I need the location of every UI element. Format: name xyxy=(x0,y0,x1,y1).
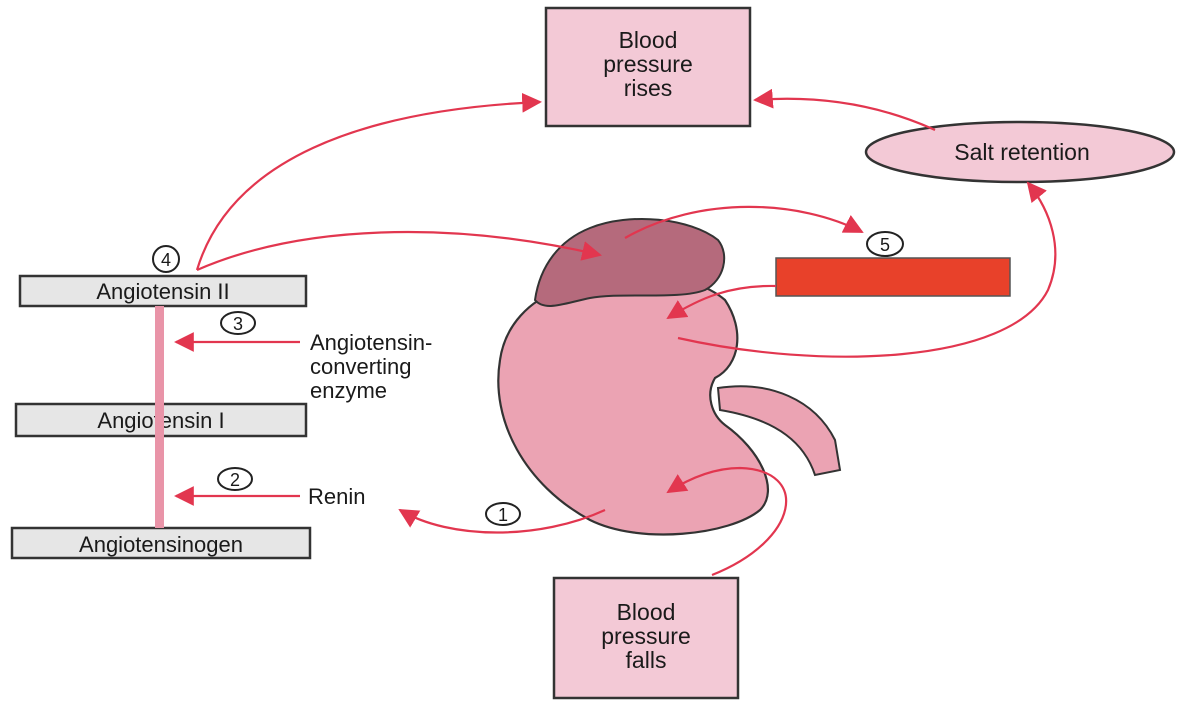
step-number-3: 3 xyxy=(233,314,243,334)
salt-retention-ellipse: Salt retention xyxy=(864,120,1176,184)
arrow-angiotensin-ii-to-adrenal xyxy=(196,230,602,272)
ace-label: Angiotensin- converting enzyme xyxy=(310,330,432,403)
arrow-bp-falls-to-kidney xyxy=(666,466,788,577)
ace-line1: Angiotensin- xyxy=(310,330,432,355)
renin-label: Renin xyxy=(308,484,365,509)
step-number-5: 5 xyxy=(880,235,890,255)
blood-pressure-falls-line3: falls xyxy=(626,647,667,673)
arrow-kidney-to-renin xyxy=(398,508,606,534)
arrow-redacted-to-kidney xyxy=(666,284,777,320)
angiotensinogen-box: Angiotensinogen xyxy=(10,526,312,560)
blood-pressure-rises-box: Blood pressure rises xyxy=(544,6,752,128)
arrow-kidney-to-salt-retention xyxy=(677,181,1057,358)
blood-pressure-falls-line2: pressure xyxy=(601,623,690,649)
step-circle-2: 2 xyxy=(217,467,253,491)
redacted-label-box xyxy=(775,257,1011,297)
angiotensin-ii-label: Angiotensin II xyxy=(96,279,229,304)
kidney-illustration xyxy=(497,218,842,536)
step-number-4: 4 xyxy=(161,250,171,270)
blood-pressure-falls-box: Blood pressure falls xyxy=(552,576,740,700)
angiotensinogen-label: Angiotensinogen xyxy=(79,532,243,557)
step-circle-4: 4 xyxy=(152,245,180,273)
blood-pressure-falls-line1: Blood xyxy=(617,599,676,625)
blood-pressure-rises-line2: pressure xyxy=(603,51,692,77)
adrenal-gland xyxy=(533,218,726,307)
step-circle-1: 1 xyxy=(485,502,521,526)
cascade-bar xyxy=(155,306,164,528)
arrow-salt-retention-to-bp-rises xyxy=(753,88,936,132)
step-number-1: 1 xyxy=(498,505,508,525)
blood-pressure-rises-line3: rises xyxy=(624,75,673,101)
kidney xyxy=(497,272,770,536)
step-circle-5: 5 xyxy=(866,231,904,257)
salt-retention-label: Salt retention xyxy=(954,139,1090,165)
arrow-angiotensin-ii-to-bp-rises xyxy=(195,92,542,271)
arrow-adrenal-to-step5 xyxy=(624,205,864,239)
angiotensin-ii-box: Angiotensin II xyxy=(18,274,308,308)
ureter xyxy=(716,385,842,477)
step-number-2: 2 xyxy=(230,470,240,490)
step-circle-3: 3 xyxy=(220,311,256,335)
blood-pressure-rises-line1: Blood xyxy=(619,27,678,53)
ace-line3: enzyme xyxy=(310,378,387,403)
ace-line2: converting xyxy=(310,354,412,379)
